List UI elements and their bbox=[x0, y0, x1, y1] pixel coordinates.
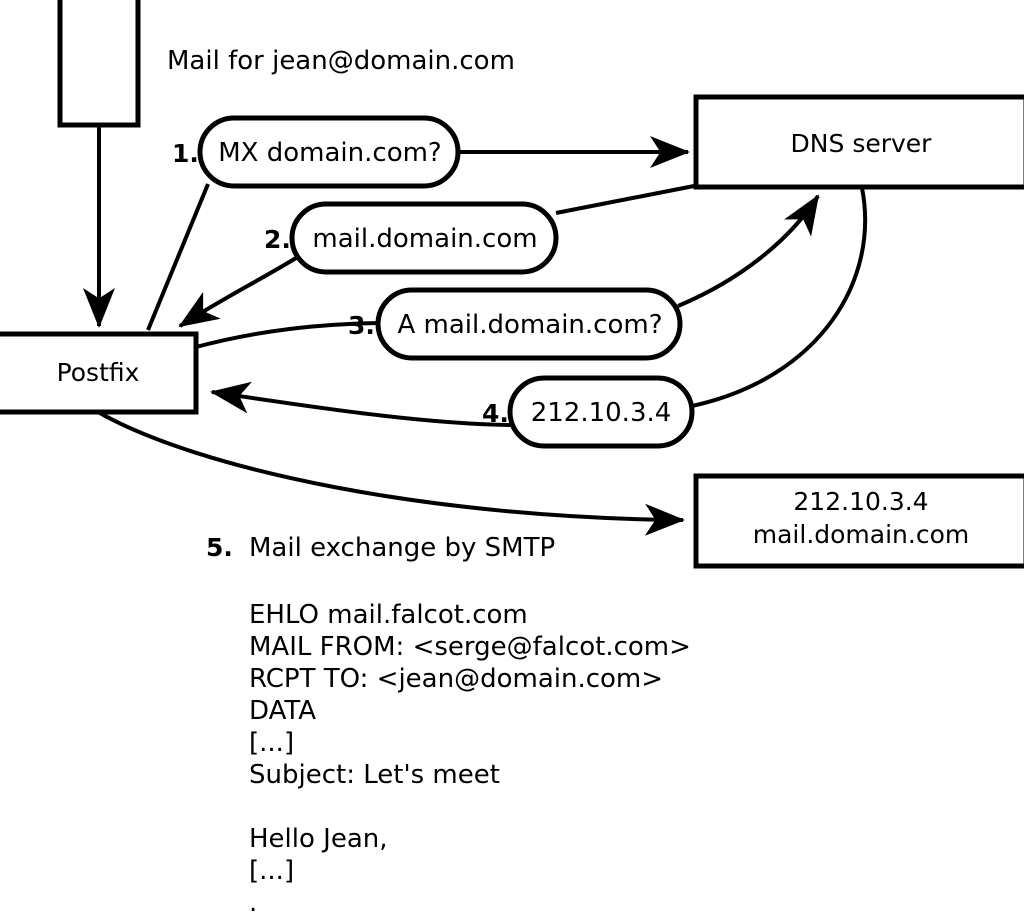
step-5-number: 5. bbox=[206, 533, 233, 562]
edge-step4-to-postfix bbox=[210, 381, 513, 427]
mail-server-hostname: mail.domain.com bbox=[753, 520, 969, 549]
edge-postfix-to-mx-bubble bbox=[146, 183, 210, 331]
transcript-line-8: [...] bbox=[249, 856, 294, 886]
step-4-bubble-label: 212.10.3.4 bbox=[531, 398, 672, 428]
step-3-number: 3. bbox=[348, 311, 375, 340]
step-2-bubble bbox=[289, 201, 559, 275]
step-5-label: Mail exchange by SMTP bbox=[249, 533, 555, 563]
source-box bbox=[57, 0, 141, 128]
dns-server-label: DNS server bbox=[791, 129, 933, 158]
step-2-bubble-label: mail.domain.com bbox=[312, 224, 537, 254]
step-3-bubble-label: A mail.domain.com? bbox=[398, 310, 663, 340]
transcript-line-0: EHLO mail.falcot.com bbox=[249, 600, 528, 630]
transcript-line-2: RCPT TO: <jean@domain.com> bbox=[249, 664, 663, 694]
transcript-line-9: . bbox=[249, 888, 257, 918]
transcript-line-3: DATA bbox=[249, 696, 316, 726]
transcript-line-4: [...] bbox=[249, 728, 294, 758]
edge-step2-to-postfix bbox=[178, 256, 298, 328]
transcript-line-1: MAIL FROM: <serge@falcot.com> bbox=[249, 632, 691, 662]
step-1-number: 1. bbox=[172, 139, 199, 168]
edge-step3-to-dns bbox=[677, 194, 820, 308]
transcript-line-5: Subject: Let's meet bbox=[249, 760, 500, 790]
transcript-line-7: Hello Jean, bbox=[249, 824, 388, 854]
step-4-number: 4. bbox=[482, 399, 509, 428]
edge-dns-to-step4-bubble bbox=[691, 187, 868, 408]
step-3-bubble bbox=[375, 287, 683, 361]
page-title: Mail for jean@domain.com bbox=[167, 46, 515, 76]
edge-step5-smtp bbox=[97, 410, 685, 536]
mail-server-box bbox=[693, 473, 1024, 569]
step-2-number: 2. bbox=[264, 225, 291, 254]
postfix-label: Postfix bbox=[57, 358, 140, 387]
step-1-bubble-label: MX domain.com? bbox=[218, 138, 441, 168]
mail-server-ip: 212.10.3.4 bbox=[793, 487, 928, 516]
postfix-box bbox=[0, 331, 199, 415]
step-4-bubble bbox=[507, 375, 695, 449]
edge-dns-to-step2-bubble bbox=[555, 184, 695, 215]
step-1-bubble bbox=[197, 115, 461, 189]
edge-postfix-to-step3-bubble bbox=[195, 321, 381, 349]
dns-server-box bbox=[693, 94, 1024, 190]
